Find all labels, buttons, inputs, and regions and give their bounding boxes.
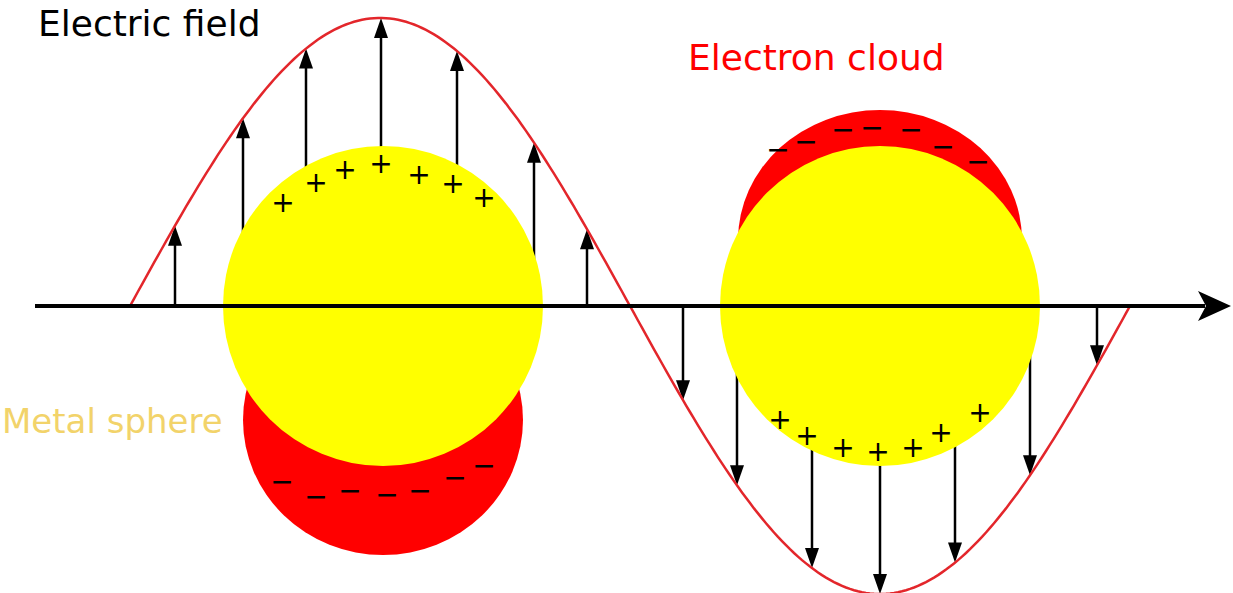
- field-label: Electric field: [38, 6, 261, 42]
- negative-charge: −: [966, 148, 989, 176]
- positive-charge: +: [795, 422, 818, 450]
- cloud-label: Electron cloud: [688, 40, 945, 76]
- positive-charge: +: [968, 399, 991, 427]
- negative-charge: −: [766, 136, 789, 164]
- negative-charge: −: [831, 116, 854, 144]
- negative-charge: −: [443, 464, 466, 492]
- axis-arrowhead: [1198, 291, 1231, 321]
- negative-charge: −: [472, 452, 495, 480]
- positive-charge: +: [866, 438, 889, 466]
- negative-charge: −: [375, 481, 398, 509]
- negative-charge: −: [338, 477, 361, 505]
- negative-charge: −: [860, 114, 883, 142]
- field-arrowhead: [236, 118, 250, 138]
- negative-charge: −: [794, 128, 817, 156]
- field-arrowhead: [374, 18, 388, 38]
- field-arrowhead: [527, 143, 541, 163]
- negative-charge: −: [304, 483, 327, 511]
- negative-charge: −: [899, 116, 922, 144]
- positive-charge: +: [768, 406, 791, 434]
- positive-charge: +: [271, 189, 294, 217]
- positive-charge: +: [407, 161, 430, 189]
- field-arrow-shaft: [682, 306, 685, 382]
- positive-charge: +: [441, 170, 464, 198]
- positive-charge: +: [369, 150, 392, 178]
- field-arrow-shaft: [174, 244, 177, 306]
- positive-charge: +: [929, 419, 952, 447]
- positive-charge: +: [472, 184, 495, 212]
- propagation-axis: [35, 304, 1205, 308]
- negative-charge: −: [408, 477, 431, 505]
- positive-charge: +: [304, 169, 327, 197]
- negative-charge: −: [270, 468, 293, 496]
- negative-charge: −: [931, 133, 954, 161]
- positive-charge: +: [901, 434, 924, 462]
- field-arrowhead: [1023, 455, 1037, 475]
- positive-charge: +: [333, 156, 356, 184]
- field-arrowhead: [730, 465, 744, 485]
- positive-charge: +: [831, 434, 854, 462]
- field-arrow-shaft: [586, 247, 589, 306]
- field-arrowhead: [873, 574, 887, 593]
- field-arrow-shaft: [1096, 306, 1099, 347]
- sphere-label: Metal sphere: [2, 404, 223, 438]
